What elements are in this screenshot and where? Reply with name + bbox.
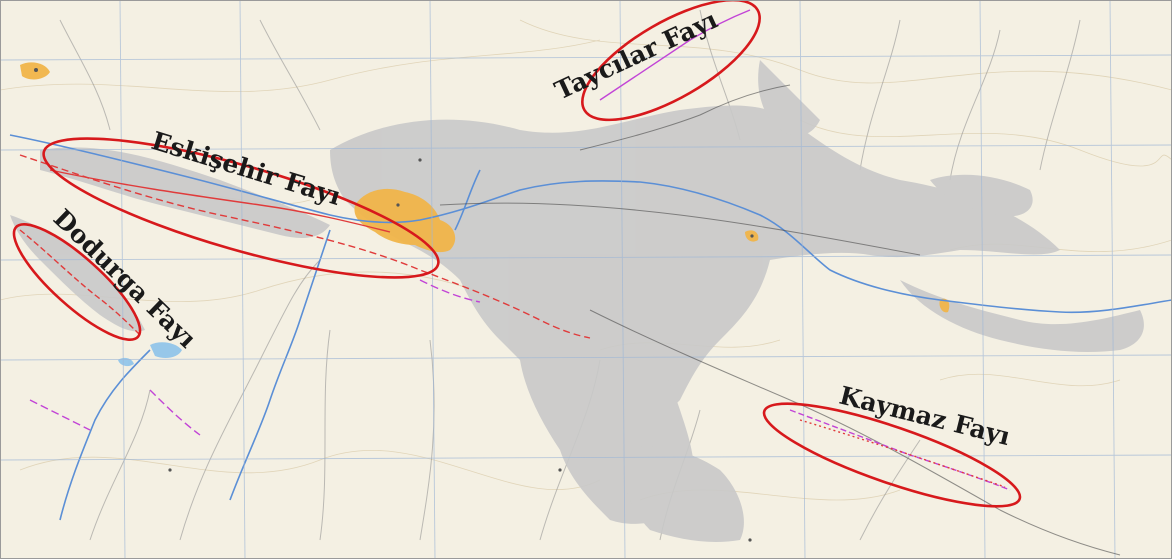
ellipse-dodurga-fault xyxy=(12,223,142,341)
fault-highlight-ellipses xyxy=(12,0,1022,508)
active-fault-traces xyxy=(19,9,1011,491)
ellipse-taycilar-fault xyxy=(581,0,761,122)
ellipse-eskisehir-fault xyxy=(42,137,440,279)
roads xyxy=(439,84,1121,556)
town-markers xyxy=(34,68,754,542)
alluvial-plains xyxy=(10,60,1144,542)
ellipse-kaymaz-fault xyxy=(762,402,1022,508)
rivers xyxy=(9,134,1172,521)
lakes xyxy=(118,342,182,367)
